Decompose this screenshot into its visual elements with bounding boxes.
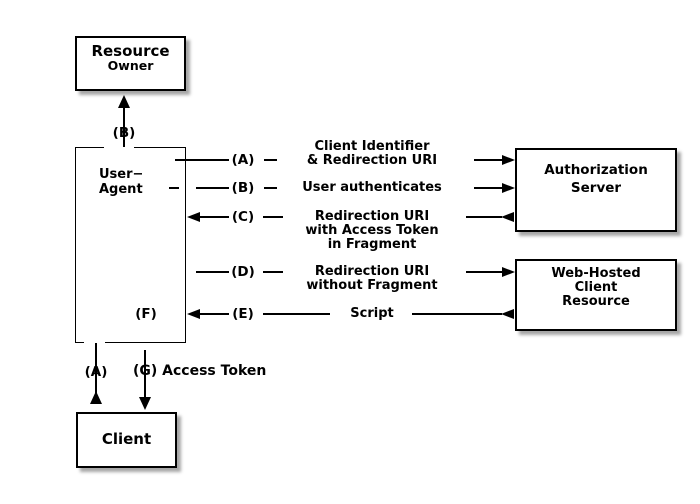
flow-line <box>175 159 229 161</box>
client-label: Client <box>101 430 152 448</box>
flow-line-g-vertical <box>144 350 146 398</box>
flow-text-b: User authenticates <box>288 181 456 195</box>
arrowhead-left-icon <box>187 212 200 222</box>
flow-text-c-line1: Redirection URI <box>314 209 430 224</box>
flow-text-a-line2: & Redirection URI <box>306 153 438 168</box>
label-f-inner: (F) <box>135 306 157 322</box>
flow-line <box>200 313 229 315</box>
flow-line <box>196 271 229 273</box>
web-hosted-label-line3: Resource <box>562 294 630 309</box>
flow-text-a-line1: Client Identifier <box>314 139 430 154</box>
arrowhead-left-icon <box>187 309 200 319</box>
label-row-c: (C) <box>231 209 255 225</box>
flow-text-d-line2: without Fragment <box>306 278 438 293</box>
arrowhead-right-icon <box>502 155 515 165</box>
flow-line <box>474 187 502 189</box>
flow-text-b-line1: User authenticates <box>302 180 442 195</box>
border-gap-top <box>104 146 134 149</box>
web-hosted-label-line1: Web-Hosted <box>551 266 641 281</box>
arrowhead-right-icon <box>502 183 515 193</box>
flow-text-d-line1: Redirection URI <box>314 264 430 279</box>
arrowhead-right-icon <box>502 267 515 277</box>
user-agent-label-line2: Agent <box>99 182 143 197</box>
label-row-a: (A) <box>231 152 255 168</box>
label-row-d: (D) <box>231 264 255 280</box>
flow-line <box>263 216 283 218</box>
authorization-server-box: Authorization Server <box>515 148 677 232</box>
user-agent-label-line1: User− <box>99 167 144 182</box>
user-agent-box: User− Agent <box>75 147 186 343</box>
flow-line <box>263 271 283 273</box>
label-row-e: (E) <box>232 306 254 322</box>
flow-line <box>466 216 502 218</box>
flow-text-d: Redirection URI without Fragment <box>288 265 456 293</box>
border-gap-bottom <box>84 341 105 345</box>
flow-line <box>169 187 179 189</box>
resource-owner-box: Resource Owner <box>75 36 186 91</box>
resource-owner-label-line1: Resource <box>91 42 170 60</box>
flow-line <box>412 313 502 315</box>
flow-line-a-vertical <box>95 343 97 395</box>
flow-text-c-line2: with Access Token <box>305 223 439 238</box>
flow-text-e: Script <box>288 307 456 321</box>
label-row-b: (B) <box>231 180 255 196</box>
flow-text-c-line3: in Fragment <box>327 237 417 252</box>
client-box: Client <box>76 412 177 468</box>
web-hosted-client-resource-box: Web-Hosted Client Resource <box>515 259 677 331</box>
arrowhead-left-icon <box>501 309 514 319</box>
flow-line <box>466 271 502 273</box>
web-hosted-label-line2: Client <box>574 280 618 295</box>
flow-line-b-vertical <box>123 106 125 147</box>
arrowhead-up-icon <box>90 391 102 404</box>
resource-owner-label-line2: Owner <box>107 58 154 73</box>
flow-line <box>264 159 277 161</box>
flow-text-c: Redirection URI with Access Token in Fra… <box>288 210 456 252</box>
flow-text-e-line1: Script <box>350 306 394 321</box>
arrowhead-up-icon <box>118 95 130 108</box>
flow-line <box>474 159 502 161</box>
flow-line <box>263 313 330 315</box>
flow-line <box>196 187 229 189</box>
arrowhead-left-icon <box>501 212 514 222</box>
label-a-bottom: (A) <box>84 364 108 380</box>
arrowhead-down-icon <box>139 397 151 410</box>
flow-line <box>264 187 277 189</box>
authorization-server-label-line1: Authorization <box>544 162 648 178</box>
flow-line <box>200 216 229 218</box>
flow-text-a: Client Identifier & Redirection URI <box>288 140 456 168</box>
label-b-top: (B) <box>112 125 136 141</box>
label-g-access-token: (G) Access Token <box>133 363 267 379</box>
authorization-server-label-line2: Server <box>570 180 622 196</box>
